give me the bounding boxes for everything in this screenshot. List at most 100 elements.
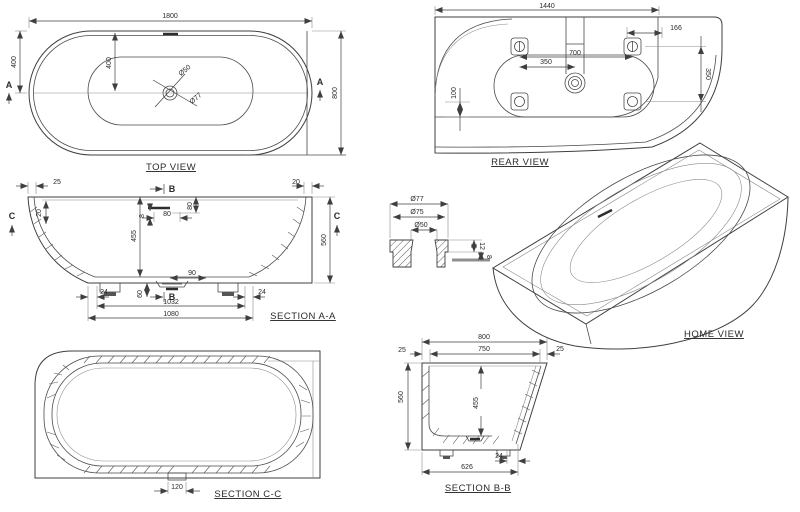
dim-foot-edge: 166 <box>670 25 682 32</box>
dim-length: 1800 <box>162 13 178 20</box>
drain-flange-left <box>389 239 414 268</box>
top-view-label: TOP VIEW <box>146 162 196 173</box>
section-cc-view: 120 SECTION C-C <box>34 350 321 500</box>
dim-inner-depth: 455 <box>473 397 480 409</box>
dim-rim-right: 20 <box>292 179 300 186</box>
dim-text-mask <box>474 389 484 416</box>
dim-end-radius: 400 <box>11 56 18 68</box>
dim-d75: Ø75 <box>410 209 423 216</box>
drain-flange-right <box>434 239 449 268</box>
dim-drain-offset: 400 <box>106 57 113 69</box>
dim-drain-d50: Ø50 <box>178 64 193 78</box>
basin-rim-inner <box>540 162 742 306</box>
skirt-seam <box>585 323 592 345</box>
drain-recess <box>465 435 485 442</box>
dim-foot-inset-right: 24 <box>258 289 266 296</box>
dim-height: 560 <box>398 391 405 403</box>
basin-bottom <box>569 179 723 283</box>
corner-curve-outer <box>434 18 513 97</box>
dim-rim-left: 25 <box>53 179 61 186</box>
inner-wall-right2 <box>511 365 537 442</box>
section-outline <box>34 350 321 479</box>
section-marker-c-right: C <box>334 211 341 221</box>
dim-width: 1440 <box>539 3 555 10</box>
top-view: Ø50 Ø77 1800 400 A A 400 800 TOP VIEW <box>6 13 346 173</box>
dim-d77: Ø77 <box>410 196 423 203</box>
inner-wall-left <box>33 196 96 278</box>
section-aa-view: 25 20 B B 20 80 8 80 455 560 C C <box>9 179 341 322</box>
inner-wall-right <box>515 365 542 445</box>
inner-wall-right <box>248 196 307 278</box>
dim-foot-span: 700 <box>569 50 581 57</box>
drain-recess <box>155 280 189 291</box>
dim-base-length: 1080 <box>163 311 179 318</box>
hatch-top <box>83 355 271 364</box>
body-skirt <box>492 197 789 350</box>
dim-drain-width: 90 <box>188 270 196 277</box>
dim-rim-right: 25 <box>556 346 564 353</box>
dim-overflow-width: 80 <box>163 211 171 218</box>
basin-edge <box>56 367 297 462</box>
dim-h12: 12 <box>478 242 485 250</box>
dim-d50: Ø50 <box>414 222 427 229</box>
dim-base-width: 626 <box>461 464 473 471</box>
hatch-right <box>513 369 541 435</box>
hatch-ticks-right <box>248 206 305 277</box>
dim-foot-bottom: 100 <box>451 87 458 99</box>
hatch-bottom <box>83 465 271 474</box>
dim-lip: 20 <box>36 209 43 217</box>
dim-outer-width: 800 <box>478 334 490 341</box>
dim-foot-rows: 350 <box>704 68 711 80</box>
dim-foot-inset-left: 24 <box>100 289 108 296</box>
dim-inner-depth: 455 <box>131 230 138 242</box>
basin-rim-outer <box>531 154 751 314</box>
dim-foot-span: 1032 <box>163 299 179 306</box>
rear-view-label: REAR VIEW <box>491 157 549 168</box>
home-view: HOME VIEW <box>492 142 789 350</box>
section-outline <box>421 362 548 451</box>
section-cc-label: SECTION C-C <box>214 489 281 500</box>
section-marker-b-top: B <box>169 184 176 194</box>
panel-outline <box>434 16 723 154</box>
dim-h8: 8 <box>485 255 492 259</box>
section-marker-c-left: C <box>9 211 16 221</box>
overflow-column <box>565 17 585 74</box>
dim-drain-offset: 350 <box>540 59 552 66</box>
tub-basin-edge <box>87 56 254 126</box>
tub-outer-rim <box>28 30 313 156</box>
dim-rim-left: 25 <box>398 347 406 354</box>
tub-bottom-edge <box>435 77 659 118</box>
tub-section-outline <box>27 196 313 284</box>
mounting-feet <box>510 37 642 111</box>
deck-inner-line <box>502 149 781 317</box>
hatch-left <box>46 364 70 461</box>
dim-height: 560 <box>321 234 328 246</box>
drain-icon <box>564 72 586 94</box>
inner-wall-left <box>428 366 492 437</box>
section-marker-b-bottom: B <box>169 292 176 302</box>
section-marker-a-right: A <box>317 77 324 87</box>
dim-tab: 120 <box>171 484 183 491</box>
dim-drain-d77: Ø77 <box>189 92 204 106</box>
hatch-ticks-left <box>29 206 86 277</box>
dim-inner-width: 750 <box>478 346 490 353</box>
dim-width: 800 <box>332 87 339 99</box>
dim-overflow-drop: 80 <box>187 202 194 210</box>
tub-inner-rim <box>33 35 308 151</box>
drain-detail-view: Ø77 Ø75 Ø50 12 8 <box>389 196 492 268</box>
home-view-label: HOME VIEW <box>684 329 744 340</box>
corner-curve-inner <box>434 23 509 91</box>
drain-tab <box>167 472 187 481</box>
section-aa-label: SECTION A-A <box>270 311 336 322</box>
dim-foot-inset: 24 <box>495 453 503 460</box>
feet <box>439 449 511 459</box>
wall-inner <box>51 362 302 467</box>
overflow-slot <box>597 208 613 219</box>
hatch-right <box>295 384 311 448</box>
section-bb-view: 800 750 25 25 560 455 24 626 SECTION B-B <box>398 334 564 494</box>
section-marker-a-left: A <box>6 80 13 90</box>
feet <box>99 282 239 296</box>
panel-skirt-line <box>434 54 717 148</box>
